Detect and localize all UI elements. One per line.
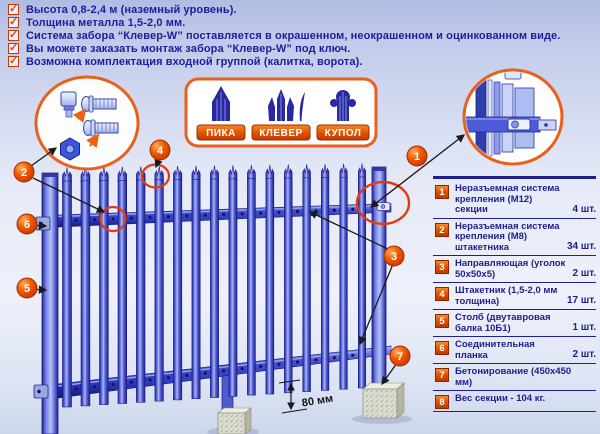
legend-item: 4 Штакетник (1,5-2,0 мм толщина) 17 шт.	[433, 283, 596, 310]
legend-part-name: Неразъемная система крепления (М12) секц…	[455, 183, 560, 215]
svg-text:КУПОЛ: КУПОЛ	[325, 128, 362, 139]
legend-part-name: Штакетник (1,5-2,0 мм толщина)	[455, 285, 558, 307]
detail-bubble-fasteners	[34, 75, 140, 171]
feature-text: Толщина металла 1,5-2,0 мм.	[26, 17, 186, 29]
svg-text:4: 4	[157, 145, 164, 157]
picket-types-panel: ПИКА КЛЕВЕР КУПОЛ	[184, 77, 378, 148]
legend-part-name: Вес секции - 104 кг.	[455, 393, 546, 404]
legend-part-qty: 1 шт.	[572, 322, 596, 333]
feature-list: Высота 0,8-2,4 м (наземный уровень). Тол…	[8, 2, 598, 69]
diagram-marker-7: 7	[389, 345, 411, 367]
svg-text:1: 1	[414, 151, 420, 163]
connector-plate	[35, 216, 51, 231]
svg-text:7: 7	[397, 351, 403, 363]
concrete-block-mid	[217, 407, 252, 434]
type-glyph-klever	[268, 89, 305, 121]
legend-number-badge: 4	[435, 287, 449, 301]
legend-part-name: Бетонирование (450х450 мм)	[455, 366, 572, 388]
checkbox-icon	[8, 41, 19, 54]
legend-item: 8 Вес секции - 104 кг.	[433, 391, 596, 412]
type-glyph-pika	[212, 86, 230, 121]
feature-text: Высота 0,8-2,4 м (наземный уровень).	[26, 4, 237, 16]
diagram-marker-4: 4	[149, 139, 171, 161]
legend-divider	[433, 176, 596, 179]
parts-legend: 1 Неразъемная система крепления (М12) се…	[433, 176, 596, 412]
svg-text:5: 5	[24, 283, 30, 295]
legend-item: 5 Столб (двутавровая балка 10Б1) 1 шт.	[433, 310, 596, 337]
post-left	[33, 172, 59, 434]
svg-text:3: 3	[391, 251, 397, 263]
svg-text:2: 2	[21, 167, 27, 179]
legend-part-name: Направляющая (уголок 50х50х5)	[455, 258, 566, 280]
feature-item: Вы можете заказать монтаж забора “Клевер…	[8, 41, 598, 55]
legend-number-badge: 6	[435, 341, 449, 355]
feature-text: Возможна комплектация входной группой (к…	[26, 56, 363, 68]
checkbox-icon	[8, 28, 19, 41]
legend-part-qty: 4 шт.	[572, 203, 596, 215]
legend-item: 7 Бетонирование (450х450 мм)	[433, 364, 596, 391]
svg-text:КЛЕВЕР: КЛЕВЕР	[259, 128, 302, 139]
legend-part-name: Столб (двутавровая балка 10Б1)	[455, 312, 551, 334]
diagram-marker-3: 3	[383, 245, 405, 267]
diagram-marker-1: 1	[406, 145, 428, 167]
legend-item: 2 Неразъемная система крепления (М8) шта…	[433, 219, 596, 256]
svg-text:6: 6	[24, 219, 30, 231]
legend-part-qty: 34 шт.	[566, 241, 596, 252]
feature-item: Система забора “Клевер-W” поставляется в…	[8, 28, 598, 42]
legend-part-qty: 17 шт.	[566, 295, 596, 306]
feature-item: Толщина металла 1,5-2,0 мм.	[8, 15, 598, 29]
feature-item: Высота 0,8-2,4 м (наземный уровень).	[8, 2, 598, 16]
detail-bubble-post-section	[462, 68, 564, 166]
legend-number-badge: 2	[435, 222, 449, 237]
dimension-80mm: 80 мм	[278, 379, 334, 414]
type-glyph-kupol	[330, 90, 356, 121]
legend-part-qty: 2 шт.	[572, 268, 596, 279]
concrete-block-right	[362, 382, 405, 419]
hex-bolt-icon	[60, 91, 77, 118]
pickets	[62, 163, 367, 408]
checkbox-icon	[8, 15, 19, 28]
legend-number-badge: 3	[435, 260, 449, 274]
legend-item: 3 Направляющая (уголок 50х50х5) 2 шт.	[433, 256, 596, 283]
highlight-circle-picket-joint	[99, 205, 127, 233]
connector-plate	[33, 384, 49, 399]
hex-nut-icon	[60, 137, 80, 161]
svg-text:ПИКА: ПИКА	[206, 128, 236, 139]
diagram-marker-6: 6	[16, 213, 38, 235]
pointer-arrow	[72, 108, 87, 123]
feature-text: Система забора “Клевер-W” поставляется в…	[26, 30, 561, 42]
legend-number-badge: 5	[435, 314, 449, 328]
rail-bolts	[74, 207, 355, 391]
checkbox-icon	[8, 54, 19, 67]
legend-item: 1 Неразъемная система крепления (М12) се…	[433, 181, 596, 219]
type-label-klever: КЛЕВЕР	[251, 124, 311, 141]
callout-arrows	[30, 134, 466, 386]
legend-part-name: Неразъемная система крепления (М8) штаке…	[455, 220, 560, 253]
type-label-kupol: КУПОЛ	[316, 124, 370, 141]
feature-item: Возможна комплектация входной группой (к…	[8, 54, 598, 68]
legend-number-badge: 8	[435, 395, 449, 409]
diagram-marker-5: 5	[16, 277, 38, 299]
dimension-label: 80 мм	[301, 393, 334, 410]
legend-part-qty: 2 шт.	[572, 349, 596, 360]
legend-item: 6 Соединительная планка 2 шт.	[433, 337, 596, 364]
legend-number-badge: 1	[435, 185, 449, 199]
type-label-pika: ПИКА	[196, 124, 246, 141]
diagram-marker-2: 2	[13, 161, 35, 183]
carriage-bolt-icon	[83, 119, 119, 137]
pointer-arrow	[86, 133, 100, 148]
legend-part-name: Соединительная планка	[455, 339, 535, 361]
feature-text: Вы можете заказать монтаж забора “Клевер…	[26, 43, 351, 55]
legend-number-badge: 7	[435, 368, 449, 382]
checkbox-icon	[8, 2, 19, 15]
